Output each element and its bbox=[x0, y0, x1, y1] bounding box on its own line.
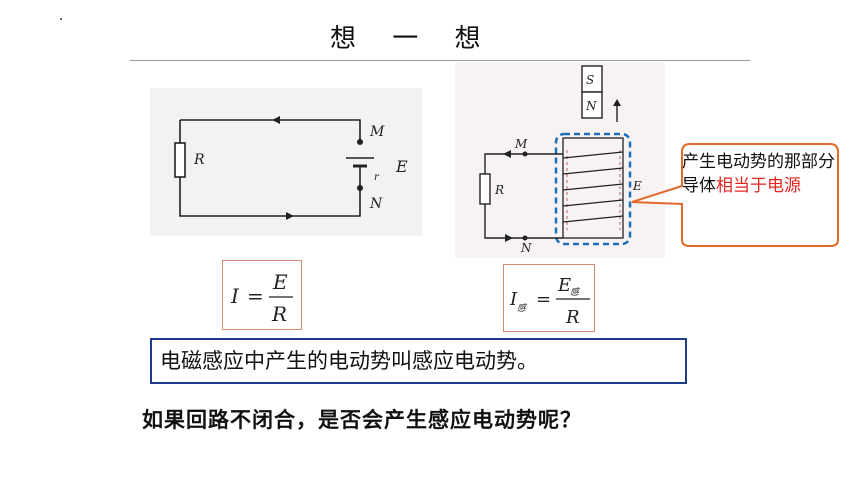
page-title: 想 一 想 bbox=[330, 24, 495, 54]
label-M2: M bbox=[514, 137, 528, 151]
callout-bubble bbox=[630, 140, 840, 250]
formula-ohms-law: I = E R bbox=[222, 260, 302, 330]
formula2-I: I bbox=[509, 289, 518, 310]
formula2-R: R bbox=[565, 307, 580, 328]
formula-I: I bbox=[230, 284, 240, 308]
formula-E: E bbox=[272, 270, 288, 294]
formula-induced: I 感 = E 感 R bbox=[503, 264, 595, 332]
formula-R: R bbox=[271, 302, 287, 326]
callout-highlight: 相当于电源 bbox=[716, 176, 801, 196]
label-N2: N bbox=[520, 241, 532, 255]
question-text: 如果回路不闭合，是否会产生感应电动势呢？ bbox=[142, 407, 582, 432]
label-M: M bbox=[369, 124, 385, 140]
formula2-I-sub: 感 bbox=[517, 303, 528, 314]
label-R: R bbox=[193, 152, 205, 168]
label-N: N bbox=[369, 196, 383, 212]
decorative-dot bbox=[60, 18, 62, 20]
left-circuit-diagram: R M N E r bbox=[150, 88, 422, 236]
label-E: E bbox=[395, 157, 408, 176]
magnet-S: S bbox=[586, 73, 594, 87]
formula2-E-sub: 感 bbox=[570, 287, 581, 298]
definition-box bbox=[150, 338, 687, 384]
right-circuit-diagram: S N R M N E bbox=[455, 62, 665, 258]
magnet-N: N bbox=[585, 99, 597, 113]
callout-text: 产生电动势的那部分导体相当于电源 bbox=[682, 150, 842, 198]
label-R2: R bbox=[494, 183, 504, 197]
definition-text: 电磁感应中产生的电动势叫感应电动势。 bbox=[160, 349, 538, 373]
formula2-E: E bbox=[557, 275, 571, 296]
title-divider bbox=[130, 60, 750, 61]
formula2-eq: = bbox=[536, 289, 551, 310]
label-r: r bbox=[374, 172, 380, 183]
callout-part1: 产生电动势的那部分导体 bbox=[682, 152, 835, 196]
label-E2: E bbox=[632, 179, 642, 193]
formula-eq: = bbox=[247, 284, 264, 308]
